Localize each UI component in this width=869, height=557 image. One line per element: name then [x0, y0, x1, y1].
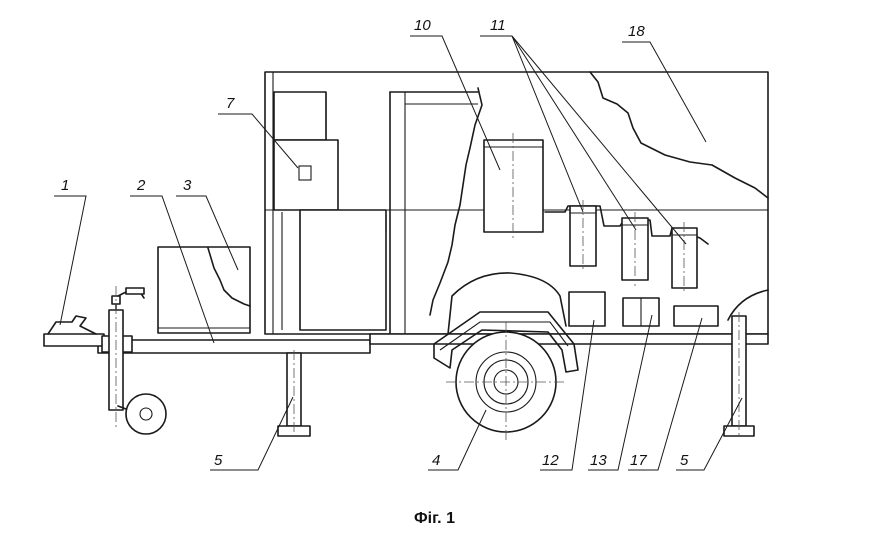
tank [483, 133, 544, 240]
support-legs [277, 312, 755, 438]
interior-partition [389, 91, 479, 335]
label-5-right: 5 [680, 452, 689, 469]
front-container [157, 246, 251, 334]
label-17: 17 [630, 452, 647, 469]
label-4: 4 [432, 452, 440, 469]
leader-lines [54, 35, 743, 471]
label-12: 12 [542, 452, 559, 469]
label-1: 1 [61, 177, 69, 194]
lower-boxes [568, 291, 719, 327]
label-2: 2 [136, 177, 146, 194]
label-11: 11 [490, 17, 506, 34]
label-10: 10 [414, 17, 431, 34]
equipment-cabinets [273, 91, 387, 331]
label-13: 13 [590, 452, 607, 469]
figure-caption: Фіг. 1 [414, 510, 455, 527]
label-3: 3 [183, 177, 192, 194]
label-7: 7 [226, 95, 235, 112]
reference-numerals: 1 2 3 7 10 11 18 5 4 12 13 17 5 [61, 17, 689, 469]
wheel-arches [447, 272, 769, 335]
label-5-left: 5 [214, 452, 223, 469]
cutaway-contour [429, 71, 769, 316]
label-18: 18 [628, 23, 645, 40]
axle-wheel [433, 311, 579, 442]
jockey-wheel [108, 286, 167, 435]
